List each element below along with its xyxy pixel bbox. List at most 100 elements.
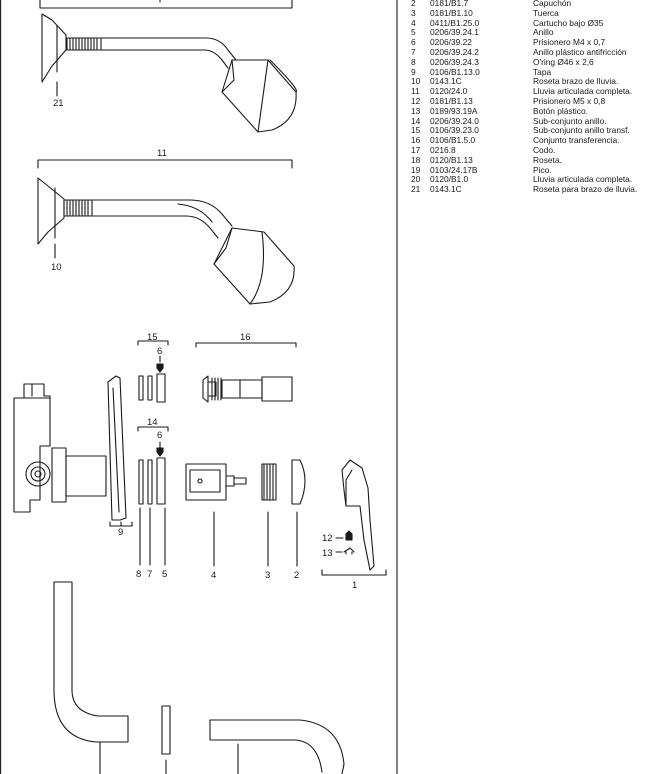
part-code: 0206/39.24.2 bbox=[430, 46, 479, 57]
callout-1: 1 bbox=[352, 580, 357, 591]
rosette-10 bbox=[37, 177, 65, 245]
cap-2 bbox=[291, 459, 306, 505]
callout-10: 10 bbox=[51, 262, 62, 273]
part-number: 17 bbox=[411, 144, 421, 155]
callout-3: 3 bbox=[265, 570, 270, 581]
callout-numbers: 21 11 10 15 16 6 14 6 9 8 7 5 4 3 2 1 12… bbox=[51, 98, 357, 591]
callout-2: 2 bbox=[294, 570, 299, 581]
parts-row: 11 0120/24.0 Lluvia articulada completa. bbox=[411, 86, 643, 97]
callout-7: 7 bbox=[147, 569, 152, 580]
part-description: Sub-conjunto anillo. bbox=[533, 115, 607, 126]
part-description: Lluvia articulada completa. bbox=[533, 86, 633, 97]
part-code: 0120/B1.0 bbox=[430, 174, 469, 185]
part-description: Pico. bbox=[533, 164, 552, 175]
part-code: 0106/B1.13.0 bbox=[430, 66, 480, 77]
callout-6a: 6 bbox=[157, 346, 162, 357]
nut-3 bbox=[261, 463, 277, 501]
part-number: 15 bbox=[411, 125, 421, 136]
diverter-group bbox=[137, 340, 297, 403]
parts-row: 16 0106/B1.5.0 Conjunto transferencia. bbox=[411, 135, 643, 146]
part-number: 10 bbox=[411, 76, 421, 87]
part-code: 0106/39.23.0 bbox=[430, 125, 479, 136]
part-number: 2 bbox=[411, 0, 416, 8]
callout-12: 12 bbox=[322, 533, 333, 544]
part-description: Lluvia articulada completa. bbox=[533, 174, 633, 185]
part-number: 4 bbox=[411, 17, 416, 28]
part-code: 0181/B1.7 bbox=[430, 0, 469, 8]
valve-body-assembly bbox=[13, 375, 387, 576]
callout-21: 21 bbox=[53, 98, 64, 109]
parts-row: 20 0120/B1.0 Lluvia articulada completa. bbox=[411, 175, 643, 185]
part-description: O'ring Ø46 x 2,6 bbox=[533, 56, 594, 67]
transfer-cartridge-16 bbox=[202, 375, 293, 403]
part-description: Anillo bbox=[533, 27, 554, 38]
parts-row: 8 0206/39.24.3 O'ring Ø46 x 2,6 bbox=[411, 56, 643, 68]
rosette-18 bbox=[161, 705, 171, 755]
part-number: 9 bbox=[411, 66, 416, 77]
parts-row: 6 0206/39.22 Prisionero M4 x 0,7 bbox=[411, 37, 643, 48]
callout-16: 16 bbox=[240, 332, 251, 343]
part-code: 0206/39.22 bbox=[430, 37, 472, 48]
parts-row: 15 0106/39.23.0 Sub-conjunto anillo transf… bbox=[411, 126, 643, 136]
callout-8: 8 bbox=[136, 569, 141, 580]
part-number: 16 bbox=[411, 135, 421, 146]
spout-assembly bbox=[53, 581, 345, 774]
parts-row: 10 0143.1C Roseta brazo de lluvia. bbox=[411, 77, 643, 87]
part-code: 0206/39.24.1 bbox=[430, 27, 479, 38]
part-code: 0206/39.24.0 bbox=[430, 115, 479, 126]
shower-arm-assembly-20 bbox=[39, 0, 298, 133]
part-description: Sub-conjunto anillo transf. bbox=[533, 125, 630, 136]
part-description: Tuerca bbox=[533, 7, 559, 18]
cover-plate-9 bbox=[107, 375, 127, 521]
part-description: Roseta para brazo de lluvia. bbox=[533, 184, 638, 195]
parts-row: 21 0143.1C Roseta para brazo de lluvia. bbox=[411, 184, 643, 195]
part-number: 7 bbox=[411, 46, 416, 57]
part-code: 0206/39.24.3 bbox=[430, 56, 479, 67]
part-description: Roseta brazo de lluvia. bbox=[533, 76, 619, 87]
part-description: Anillo plástico antifricción bbox=[533, 46, 627, 57]
part-number: 19 bbox=[411, 164, 421, 175]
cartridge-4 bbox=[185, 463, 247, 501]
rosette-21 bbox=[41, 13, 67, 83]
part-description: Prisionero M5 x 0,8 bbox=[533, 95, 606, 106]
callout-9: 9 bbox=[118, 527, 123, 538]
elbow-17 bbox=[53, 581, 129, 743]
part-description: Tapa bbox=[533, 66, 552, 77]
callout-14: 14 bbox=[147, 417, 158, 428]
part-number: 8 bbox=[411, 56, 416, 67]
part-number: 5 bbox=[411, 27, 416, 38]
callout-6b: 6 bbox=[157, 430, 162, 441]
part-number: 3 bbox=[411, 7, 416, 18]
part-description: Cartucho bajo Ø35 bbox=[533, 17, 604, 28]
part-description: Prisionero M4 x 0,7 bbox=[533, 37, 606, 48]
part-code: 0143.1C bbox=[430, 76, 462, 87]
lever-handle-1 bbox=[341, 459, 375, 571]
callout-4: 4 bbox=[211, 570, 216, 581]
spout-19 bbox=[209, 719, 345, 774]
part-code: 0120/B1.13 bbox=[430, 154, 473, 165]
part-code: 0216.8 bbox=[430, 144, 456, 155]
part-description: Botón plástico. bbox=[533, 105, 588, 116]
shower-arm-assembly-11 bbox=[37, 159, 295, 305]
part-code: 0103/24.17B bbox=[430, 164, 478, 175]
parts-row: 19 0103/24.17B Pico. bbox=[411, 164, 643, 176]
part-number: 6 bbox=[411, 37, 416, 48]
part-number: 21 bbox=[411, 184, 421, 195]
part-description: Conjunto transferencia. bbox=[533, 135, 620, 146]
part-number: 20 bbox=[411, 174, 421, 185]
bracket-line-top bbox=[39, 0, 293, 9]
part-code: 0106/B1.5.0 bbox=[430, 135, 476, 146]
part-code: 0120/24.0 bbox=[430, 86, 468, 97]
valve-body bbox=[13, 383, 51, 513]
part-number: 11 bbox=[411, 86, 420, 97]
part-number: 13 bbox=[411, 105, 421, 116]
part-code: 0143.1C bbox=[430, 184, 462, 195]
